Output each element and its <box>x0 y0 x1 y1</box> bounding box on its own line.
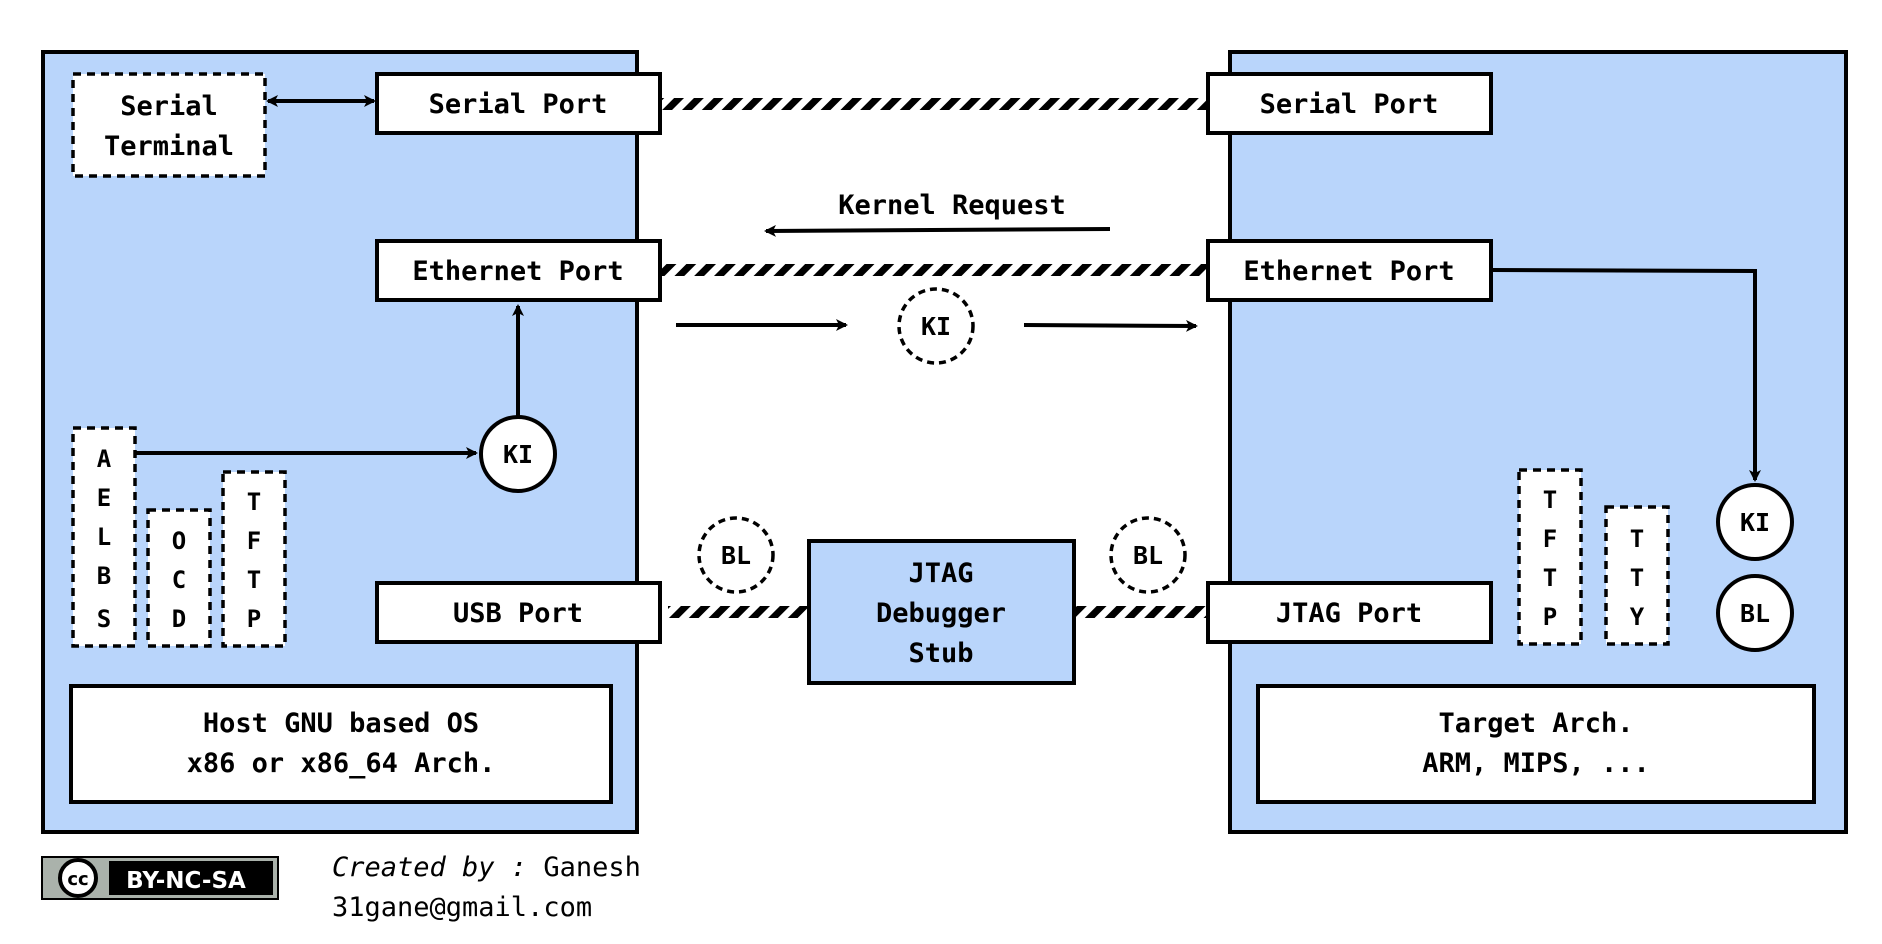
serial-terminal-box <box>71 72 267 178</box>
target-serial-port-label: Serial Port <box>1260 89 1439 120</box>
host-usb-port <box>375 581 662 644</box>
serial-terminal-line2: Terminal <box>104 131 234 162</box>
bl-left-label: BL <box>721 541 751 570</box>
tty-char-2: T <box>1630 564 1644 592</box>
target-arch-line2: ARM, MIPS, ... <box>1422 748 1650 779</box>
created-by-label: Created by : <box>332 852 528 883</box>
kernel-request-arrow <box>764 224 1111 237</box>
jtag-debugger-line3: Stub <box>908 638 973 669</box>
author-name: Ganesh <box>543 852 641 883</box>
credit-line: Created by : Ganesh <box>332 848 641 888</box>
credit-block: Created by : Ganesh 31gane@gmail.com <box>332 848 641 928</box>
ethernet-link <box>660 264 1208 276</box>
jtag-debugger-box <box>807 539 1076 685</box>
serial-terminal-line1: Serial <box>120 91 218 122</box>
ki-transfer-label: KI <box>921 312 951 341</box>
target-jtag-port-label: JTAG Port <box>1276 598 1422 629</box>
aelbs-box <box>71 426 137 648</box>
host-ethernet-port-label: Ethernet Port <box>412 256 623 287</box>
host-serial-port-label: Serial Port <box>429 89 608 120</box>
license-text: BY-NC-SA <box>126 868 246 894</box>
tty-char-1: T <box>1630 525 1644 553</box>
host-tftp-char-1: T <box>247 488 261 516</box>
target-jtag-port <box>1206 581 1493 644</box>
target-ki-circle <box>1716 483 1794 561</box>
host-os-line2: x86 or x86_64 Arch. <box>187 748 496 779</box>
host-serial-port <box>375 72 662 135</box>
target-tftp-char-3: T <box>1543 564 1557 592</box>
ethernet-to-ki-arrow <box>1490 268 1761 482</box>
host-tftp-char-3: T <box>247 566 261 594</box>
kernel-request-label: Kernel Request <box>838 190 1066 221</box>
author-email: 31gane@gmail.com <box>332 892 593 923</box>
tty-box <box>1604 505 1670 646</box>
ki-transfer-circle <box>897 287 975 365</box>
license-badge: cc BY-NC-SA <box>41 856 279 900</box>
target-tftp-box <box>1517 468 1583 646</box>
bl-left-circle <box>697 516 775 594</box>
serial-link <box>660 98 1208 110</box>
aelbs-char-1: A <box>97 445 112 473</box>
ocd-char-1: O <box>172 527 186 555</box>
target-bl-circle <box>1716 574 1794 652</box>
host-os-line1: Host GNU based OS <box>203 708 479 739</box>
tty-char-3: Y <box>1630 603 1645 631</box>
jtag-debugger-line2: Debugger <box>876 598 1006 629</box>
bl-right-label: BL <box>1133 541 1163 570</box>
cc-icon <box>58 858 98 898</box>
target-tftp-char-4: P <box>1543 603 1557 631</box>
target-tftp-char-2: F <box>1543 525 1557 553</box>
host-ki-label: KI <box>503 440 533 469</box>
host-tftp-char-4: P <box>247 605 261 633</box>
host-tftp-box <box>221 470 287 648</box>
aelbs-char-4: B <box>97 562 111 590</box>
target-bl-label: BL <box>1740 599 1770 628</box>
usb-jtag-link-right <box>1076 606 1210 618</box>
host-ethernet-port <box>375 239 662 302</box>
bl-right-circle <box>1109 516 1187 594</box>
ocd-char-3: D <box>172 605 186 633</box>
target-ki-label: KI <box>1740 508 1770 537</box>
host-os-box <box>69 684 613 804</box>
target-tftp-char-1: T <box>1543 486 1557 514</box>
target-arch-box <box>1256 684 1816 804</box>
target-arch-line1: Target Arch. <box>1438 708 1633 739</box>
ki-transfer-arrow-2 <box>1023 319 1198 332</box>
host-tftp-char-2: F <box>247 527 261 555</box>
cc-icon-label: cc <box>67 869 88 890</box>
host-usb-port-label: USB Port <box>453 598 583 629</box>
target-serial-port <box>1206 72 1493 135</box>
aelbs-char-5: S <box>97 605 111 633</box>
ocd-char-2: C <box>172 566 186 594</box>
target-ethernet-port-label: Ethernet Port <box>1243 256 1454 287</box>
aelbs-char-2: E <box>97 484 111 512</box>
ocd-box <box>146 508 212 648</box>
usb-jtag-link-left <box>668 606 808 618</box>
aelbs-char-3: L <box>97 523 111 551</box>
host-ki-circle <box>479 415 557 493</box>
jtag-debugger-line1: JTAG <box>908 558 973 589</box>
